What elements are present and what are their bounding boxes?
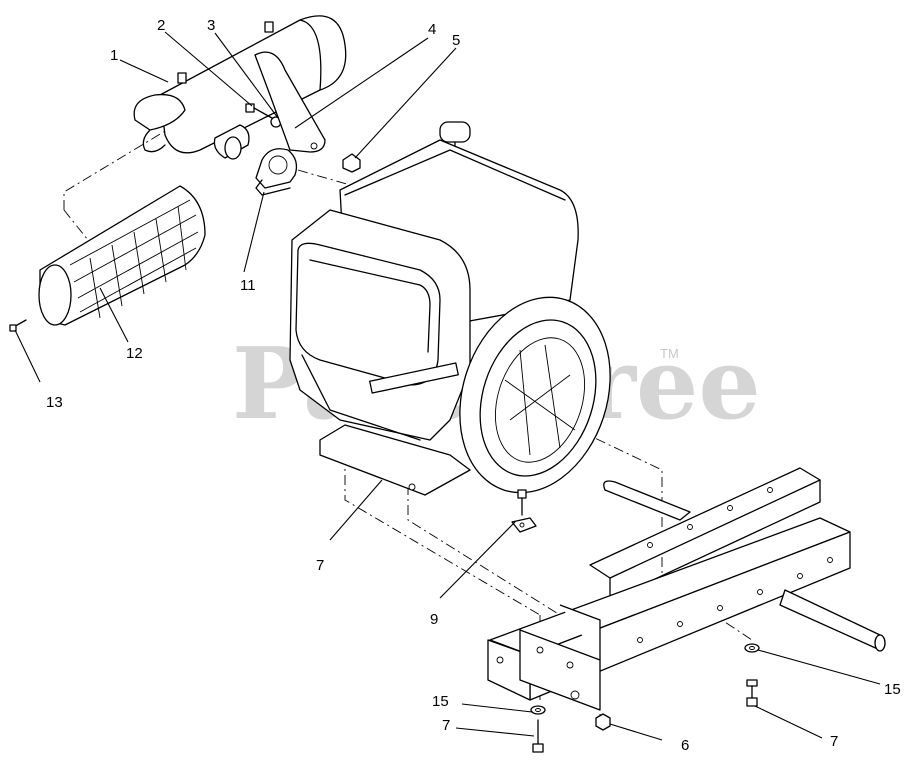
callout-1: 1	[110, 47, 118, 64]
callout-15-left: 15	[432, 693, 449, 710]
callout-7-engine: 7	[316, 557, 324, 574]
callout-13: 13	[46, 394, 63, 411]
callout-5: 5	[452, 32, 460, 49]
leader-lines	[14, 31, 881, 741]
frame	[487, 467, 886, 711]
callout-12: 12	[126, 345, 143, 362]
callout-7-left: 7	[442, 717, 450, 734]
heat-shield	[38, 185, 206, 326]
callout-11: 11	[240, 277, 256, 294]
watermark-trademark: TM	[660, 346, 679, 361]
engine	[289, 121, 611, 496]
callout-2: 2	[157, 17, 165, 34]
lower-hardware	[530, 643, 760, 753]
callout-3: 3	[207, 17, 215, 34]
callout-labels: 1 2 3 4 5 11 12 13 7 9 15 7 6 15 7	[46, 17, 901, 754]
muffler-hardware	[245, 51, 361, 173]
clamp	[255, 148, 298, 196]
bolt-and-clip	[511, 489, 537, 533]
callout-4: 4	[428, 21, 436, 38]
callout-9: 9	[430, 611, 438, 628]
callout-6: 6	[681, 737, 689, 754]
screw	[9, 319, 27, 332]
callout-7-right: 7	[830, 733, 838, 750]
callout-15-right: 15	[884, 681, 901, 698]
